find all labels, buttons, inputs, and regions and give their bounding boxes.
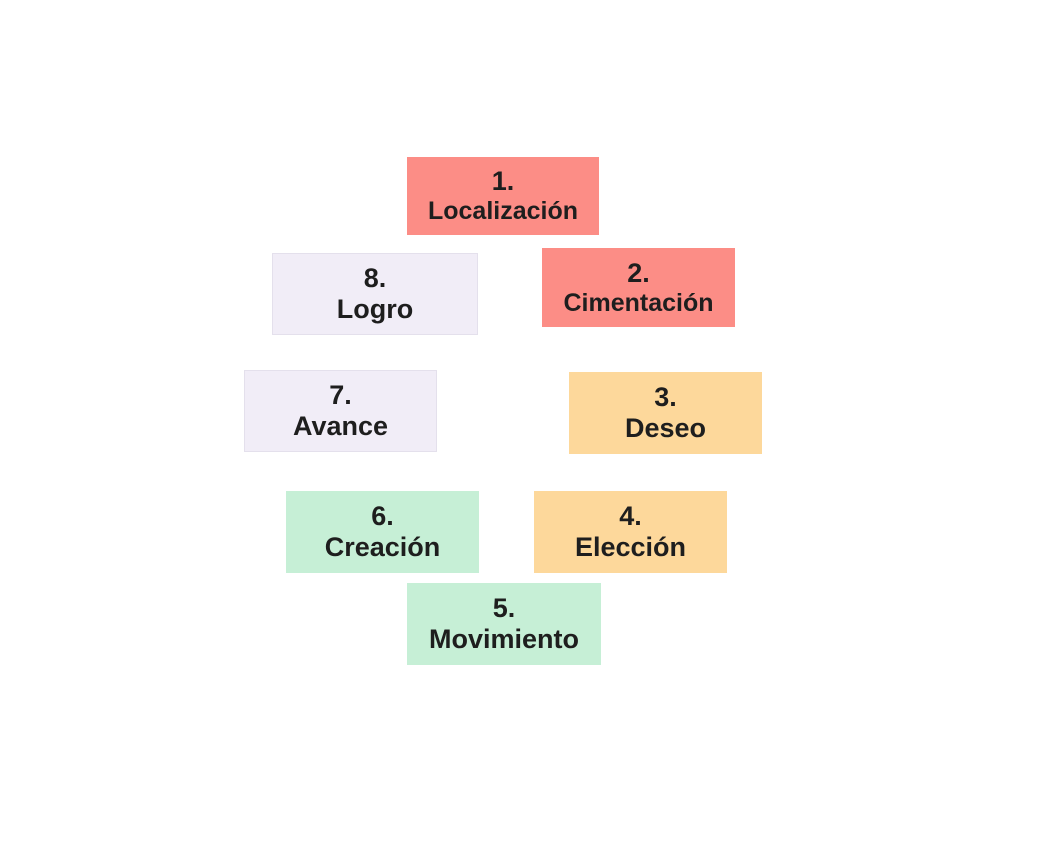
step-number: 3. [654,381,677,412]
step-label: Logro [336,294,414,324]
step-box-2: 2. Cimentación [542,248,735,327]
step-number: 7. [329,379,352,410]
step-label: Deseo [624,413,707,443]
step-number: 6. [371,500,394,531]
step-label: Avance [292,411,389,441]
step-number: 8. [363,262,387,293]
step-box-3: 3. Deseo [569,372,762,454]
step-box-1: 1. Localización [407,157,599,235]
step-number: 5. [492,592,516,623]
step-number: 2. [627,257,650,288]
step-label: Creación [324,532,441,562]
step-box-8: 8. Logro [272,253,478,335]
step-box-5: 5. Movimiento [407,583,601,665]
step-label: Localización [427,197,579,226]
step-number: 4. [619,500,642,531]
step-number: 1. [491,166,515,197]
step-label: Elección [574,532,687,562]
step-box-4: 4. Elección [534,491,727,573]
step-label: Cimentación [563,288,714,317]
step-box-6: 6. Creación [286,491,479,573]
step-label: Movimiento [428,624,579,654]
step-box-7: 7. Avance [244,370,437,452]
